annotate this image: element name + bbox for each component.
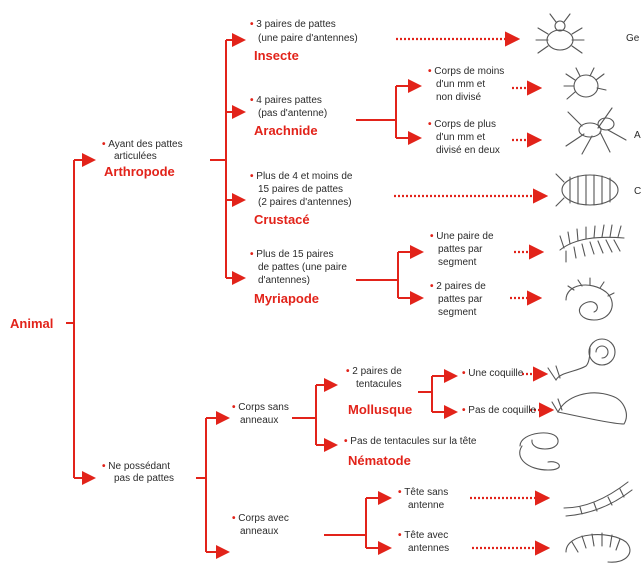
crit-avec-anneaux-line1: Corps avec — [232, 513, 289, 525]
group-crustace: Crustacé — [254, 212, 310, 227]
group-arthropode: Arthropode — [104, 164, 175, 179]
crit-tete-sans-line2: antenne — [408, 500, 445, 511]
beetle-sketch — [535, 13, 585, 54]
snail-sketch — [547, 338, 616, 381]
crit-avec-anneaux-line2: anneaux — [240, 526, 279, 537]
crit-tete-avec-line1: Tête avec — [398, 530, 448, 542]
crit-tete-avec-line2: antennes — [408, 543, 450, 554]
crit-pattes-line2: articulées — [114, 151, 157, 162]
crit-arachnide-a-line3: non divisé — [436, 92, 482, 103]
crit-myriapode-line3: d'antennes) — [258, 275, 310, 286]
cut-label-arachnide: A — [634, 130, 641, 141]
crit-insecte-line1: 3 paires de pattes — [250, 19, 336, 31]
crit-arachnide-b-line2: d'un mm et — [436, 132, 486, 143]
slug-sketch — [551, 392, 627, 425]
earthworm-sketch — [563, 481, 633, 517]
crit-pattes-line1: Ayant des pattes — [102, 139, 182, 151]
crit-myriapode-a-line2: pattes par — [438, 244, 483, 255]
woodlouse-sketch — [555, 173, 619, 207]
crit-insecte-line2: (une paire d'antennes) — [258, 33, 358, 44]
crit-crustace-line3: (2 paires d'antennes) — [258, 197, 352, 208]
crit-arachnide-b-line1: Corps de plus — [428, 119, 496, 131]
crit-sans-anneaux-line2: anneaux — [240, 415, 279, 426]
crit-pas-tentacules: Pas de tentacules sur la tête — [344, 436, 476, 448]
crit-myriapode-line2: de pattes (une paire — [258, 262, 347, 273]
crit-tete-sans-line1: Tête sans — [398, 487, 448, 499]
root-animal: Animal — [10, 316, 54, 331]
crit-arachnide-a-line2: d'un mm et — [436, 79, 486, 90]
group-insecte: Insecte — [254, 48, 299, 63]
crit-coquille: Une coquille — [462, 368, 523, 380]
cut-label-insecte: Ge — [626, 33, 640, 44]
cut-label-crustace: C — [634, 186, 642, 197]
spider-sketch — [565, 107, 627, 155]
crit-myriapode-b-line1: 2 paires de — [430, 281, 485, 293]
nematode-worm-sketch — [519, 432, 560, 471]
millipede-sketch — [565, 277, 615, 321]
crit-myriapode-line1: Plus de 15 paires — [250, 249, 333, 261]
crit-myriapode-a-line1: Une paire de — [430, 231, 493, 243]
group-mollusque: Mollusque — [348, 402, 413, 417]
crit-tentacules-line1: 2 paires de — [346, 366, 401, 378]
group-myriapode: Myriapode — [254, 291, 320, 306]
crit-arachnide-b-line3: divisé en deux — [436, 145, 500, 156]
group-nematode: Nématode — [348, 453, 411, 468]
crit-crustace-line1: Plus de 4 et moins de — [250, 171, 352, 183]
crit-myriapode-b-line2: pattes par — [438, 294, 483, 305]
crit-myriapode-b-line3: segment — [438, 307, 477, 318]
group-arachnide: Arachnide — [254, 123, 318, 138]
crit-arachnide-line1: 4 paires pattes — [250, 95, 322, 107]
woodlouse-larva-sketch — [565, 532, 631, 563]
crit-arachnide-a-line1: Corps de moins — [428, 66, 504, 78]
crit-sans-pattes-line1: Ne possédant — [102, 461, 170, 473]
centipede-sketch — [559, 224, 625, 263]
crit-arachnide-line2: (pas d'antenne) — [258, 108, 328, 119]
crit-myriapode-a-line3: segment — [438, 257, 477, 268]
crit-crustace-line2: 15 paires de pattes — [258, 184, 344, 195]
crit-sans-coquille: Pas de coquille — [462, 405, 536, 417]
mite-sketch — [563, 67, 607, 100]
crit-sans-pattes-line2: pas de pattes — [114, 473, 175, 484]
crit-sans-anneaux-line1: Corps sans — [232, 402, 289, 414]
crit-tentacules-line2: tentacules — [356, 379, 402, 390]
